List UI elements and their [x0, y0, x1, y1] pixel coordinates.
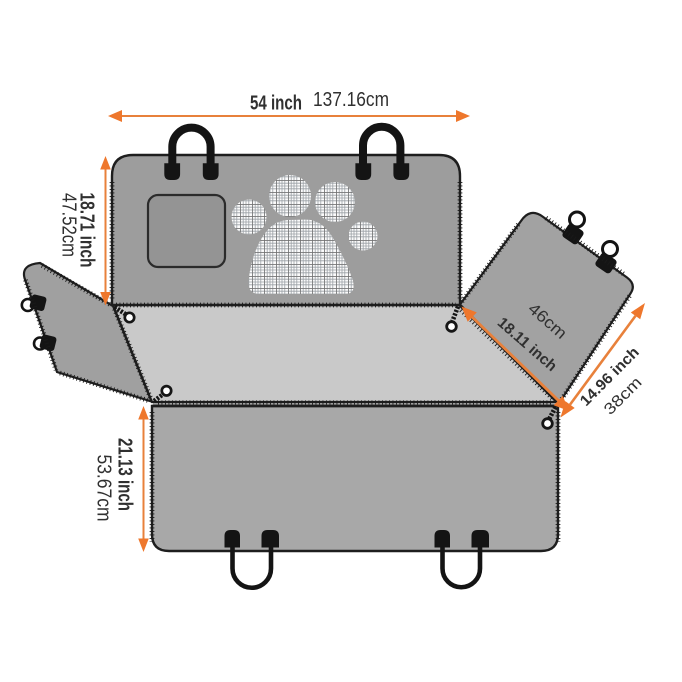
- svg-text:137.16cm: 137.16cm: [313, 89, 389, 111]
- svg-text:53.67cm: 53.67cm: [92, 455, 114, 522]
- svg-text:54 inch: 54 inch: [250, 93, 302, 115]
- svg-text:47.52cm: 47.52cm: [57, 193, 79, 257]
- svg-text:21.13 inch: 21.13 inch: [114, 438, 136, 511]
- svg-text:18.71 inch: 18.71 inch: [76, 193, 98, 268]
